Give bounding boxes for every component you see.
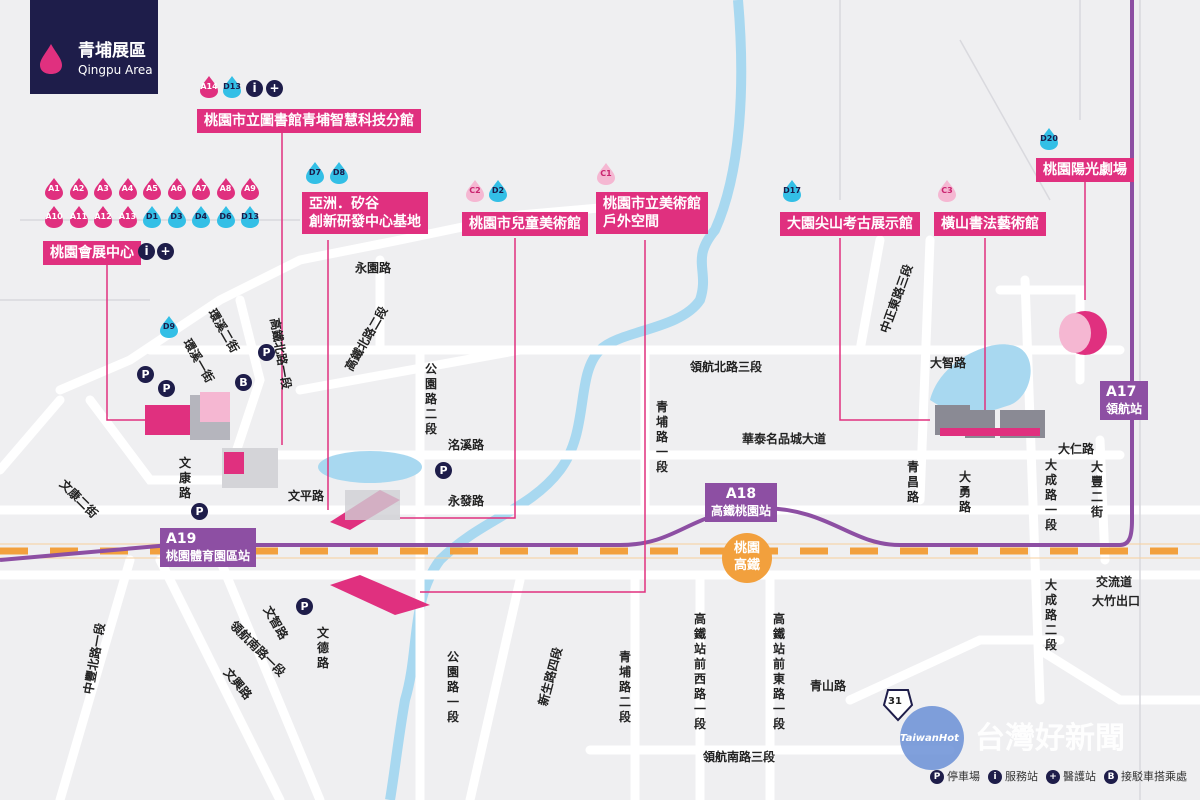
- code-drop: D4: [192, 206, 210, 228]
- hsr-station[interactable]: 桃園高鐵: [722, 533, 772, 583]
- shuttle-icon: B: [235, 374, 252, 391]
- road-label: 大成路一段: [1044, 458, 1057, 532]
- road-label: 大成路二段: [1044, 578, 1057, 652]
- code-drop: D7: [306, 162, 324, 184]
- watermark-text: 台灣好新聞: [975, 721, 1125, 756]
- code-drop: A8: [216, 178, 235, 200]
- watermark-logo: TaiwanHot: [900, 733, 959, 744]
- venue-label-children-museum[interactable]: 桃園市兒童美術館: [462, 212, 588, 236]
- parking-icon: P: [930, 770, 944, 784]
- area-title-zh: 青埔展區: [78, 41, 146, 61]
- road-label: 公園路一段: [446, 650, 459, 724]
- parking-icon: P: [137, 366, 154, 383]
- area-title-box: 青埔展區 Qingpu Area: [30, 0, 158, 94]
- road-label: 高鐵站前西路一段: [693, 612, 706, 731]
- road-label: 華泰名品城大道: [742, 432, 827, 446]
- road-label: 洺溪路: [448, 438, 485, 452]
- parking-icon: P: [191, 503, 208, 520]
- road-label: 大豐二街: [1090, 460, 1103, 519]
- road-label: 青埔路一段: [655, 400, 668, 474]
- code-drop: D8: [330, 162, 348, 184]
- code-drop: D9: [160, 316, 178, 338]
- venue-label-archaeology[interactable]: 大園尖山考古展示館: [780, 212, 920, 236]
- code-drop: A1: [45, 178, 63, 200]
- area-title-en: Qingpu Area: [78, 63, 153, 77]
- medical-icon: +: [1046, 770, 1060, 784]
- road-label: 文德路: [316, 626, 329, 670]
- code-drop: A7: [192, 178, 210, 200]
- venue-label-convention[interactable]: 桃園會展中心: [43, 241, 141, 265]
- code-drop: A4: [118, 178, 137, 200]
- code-drop: D13: [241, 206, 259, 228]
- road-label: 青埔路二段: [618, 650, 631, 724]
- road-label: 領航南路三段: [703, 750, 776, 764]
- road-label: 大勇路: [958, 470, 971, 514]
- parking-icon: P: [435, 462, 452, 479]
- parking-icon: P: [158, 380, 175, 397]
- shuttle-icon: B: [1104, 770, 1118, 784]
- code-drop: D3: [167, 206, 186, 228]
- road-label: 大仁路: [1058, 442, 1095, 456]
- code-drop: D2: [489, 180, 507, 202]
- venue-label-calligraphy[interactable]: 橫山書法藝術館: [934, 212, 1046, 236]
- road-label: 交流道: [1096, 575, 1133, 589]
- code-drop: D13: [223, 76, 241, 98]
- road-label: 青昌路: [906, 460, 919, 504]
- road-label: 文平路: [288, 489, 325, 503]
- code-drop: A9: [241, 178, 259, 200]
- road-label: 永園路: [355, 261, 392, 275]
- road-label: 永發路: [448, 494, 485, 508]
- medical-icon: +: [157, 243, 174, 260]
- drop-icon: [40, 44, 62, 74]
- code-drop: D1: [143, 206, 161, 228]
- code-drop: A6: [167, 178, 186, 200]
- venue-label-art-museum[interactable]: 桃園市立美術館戶外空間: [596, 192, 708, 234]
- road-label: 高鐵站前東路一段: [772, 612, 785, 731]
- road-label: 領航北路三段: [690, 360, 763, 374]
- venue-label-library[interactable]: 桃園市立圖書館青埔智慧科技分館: [197, 109, 421, 133]
- code-drop: C3: [938, 180, 956, 202]
- code-drop: C2: [466, 180, 484, 202]
- medical-icon: +: [266, 80, 283, 97]
- info-icon: i: [138, 243, 155, 260]
- code-drop: D20: [1040, 128, 1058, 150]
- info-icon: i: [988, 770, 1002, 784]
- road-label: 文康路: [178, 456, 191, 500]
- code-drop: C1: [597, 163, 615, 185]
- code-drop: A14: [200, 76, 218, 98]
- legend-medical: +醫護站: [1046, 768, 1096, 784]
- parking-icon: P: [296, 598, 313, 615]
- code-drop: A5: [143, 178, 161, 200]
- venue-label-theater[interactable]: 桃園陽光劇場: [1036, 158, 1134, 182]
- parking-icon: P: [258, 344, 275, 361]
- road-label: 公園路二段: [424, 362, 437, 436]
- code-drop: A12: [94, 206, 112, 228]
- code-drop: D17: [783, 180, 801, 202]
- code-drop: A2: [69, 178, 88, 200]
- road-label: 青山路: [810, 679, 847, 693]
- info-icon: i: [246, 80, 263, 97]
- road-label: 大竹出口: [1092, 594, 1141, 608]
- code-drop: A10: [45, 206, 63, 228]
- code-drop: A11: [69, 206, 88, 228]
- road-label: 大智路: [930, 356, 967, 370]
- code-drop: A13: [118, 206, 137, 228]
- venue-label-asia-silicon[interactable]: 亞洲．矽谷創新研發中心基地: [302, 192, 428, 234]
- code-drop: A3: [94, 178, 112, 200]
- highway-number: 31: [888, 696, 902, 707]
- code-drop: D6: [216, 206, 235, 228]
